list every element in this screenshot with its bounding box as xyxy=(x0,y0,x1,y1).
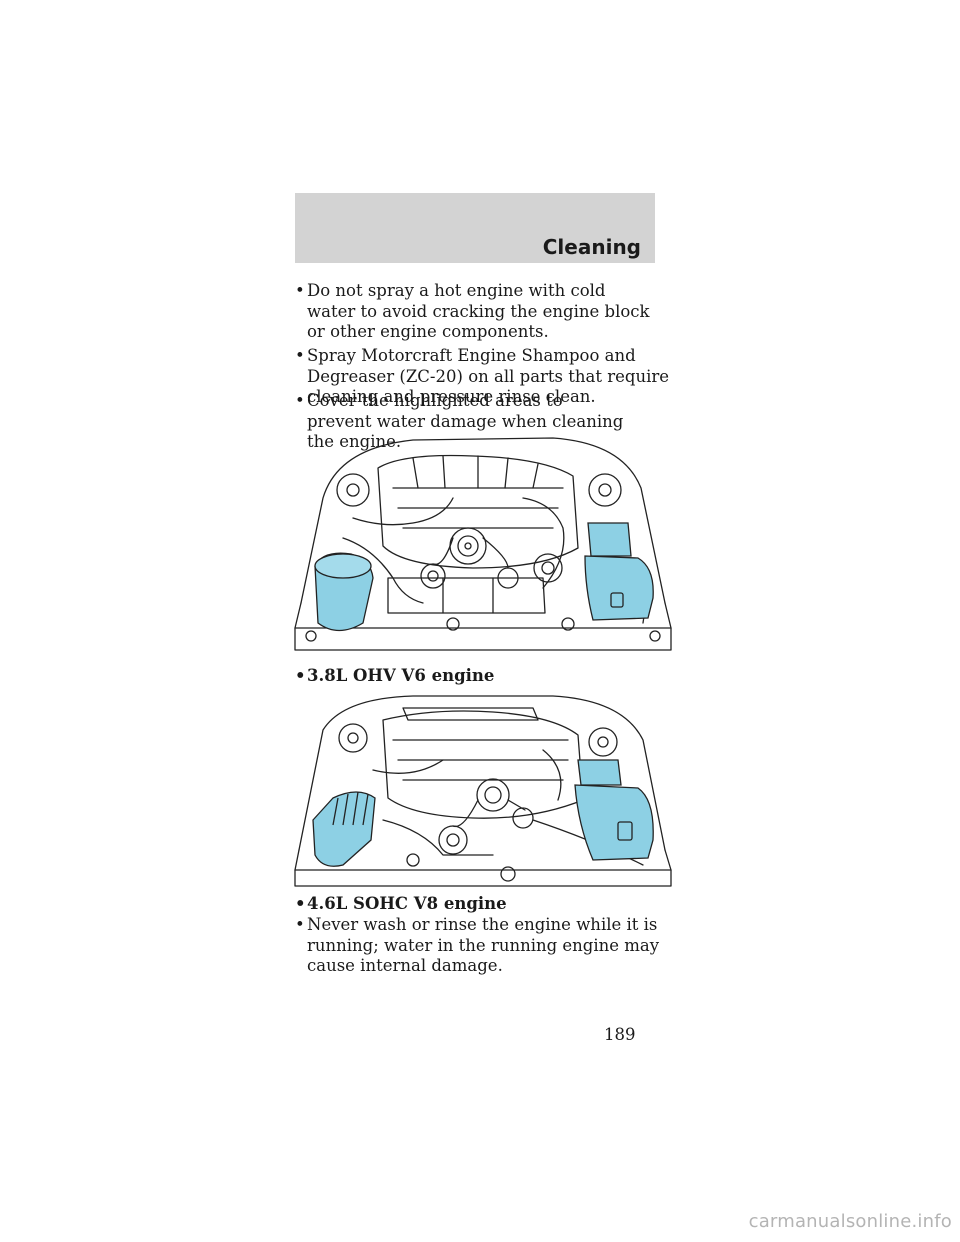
bullet-dot: • xyxy=(295,666,306,685)
engine-bay-v8-drawing xyxy=(294,695,672,887)
caption-v8-engine: • 4.6L SOHC V8 engine xyxy=(295,894,635,915)
bullet-text: Never wash or rinse the engine while it … xyxy=(307,915,660,975)
section-title: Cleaning xyxy=(542,235,641,259)
bullet-dot: • xyxy=(295,894,306,913)
engine-illustration-v6 xyxy=(293,428,673,658)
bullet-cover-areas: • Cover the highlighted areas to prevent… xyxy=(295,391,625,453)
page-number: 189 xyxy=(604,1025,636,1044)
bullet-dot: • xyxy=(295,346,305,365)
bullet-text: Do not spray a hot engine with cold wate… xyxy=(307,281,650,341)
bullet-dot: • xyxy=(295,281,305,300)
caption-text: 3.8L OHV V6 engine xyxy=(307,666,495,685)
engine-illustration-v8 xyxy=(293,690,673,890)
bullet-text: Spray Motorcraft Engine Shampoo and Degr… xyxy=(307,346,670,406)
caption-v6-engine: • 3.8L OHV V6 engine xyxy=(295,666,635,687)
bullet-dot: • xyxy=(295,391,305,410)
caption-text: 4.6L SOHC V8 engine xyxy=(307,894,507,913)
bullet-spray-shampoo: • Spray Motorcraft Engine Shampoo and De… xyxy=(295,346,670,408)
section-header-tab: Cleaning xyxy=(295,193,655,263)
engine-bay-v6-drawing xyxy=(294,437,672,651)
footer-watermark: carmanualsonline.info xyxy=(748,1211,952,1232)
bullet-dot: • xyxy=(295,915,305,934)
bullet-hot-engine: • Do not spray a hot engine with cold wa… xyxy=(295,281,650,343)
bullet-text: Cover the highlighted areas to prevent w… xyxy=(307,391,624,451)
bullet-never-wash-running: • Never wash or rinse the engine while i… xyxy=(295,915,670,977)
